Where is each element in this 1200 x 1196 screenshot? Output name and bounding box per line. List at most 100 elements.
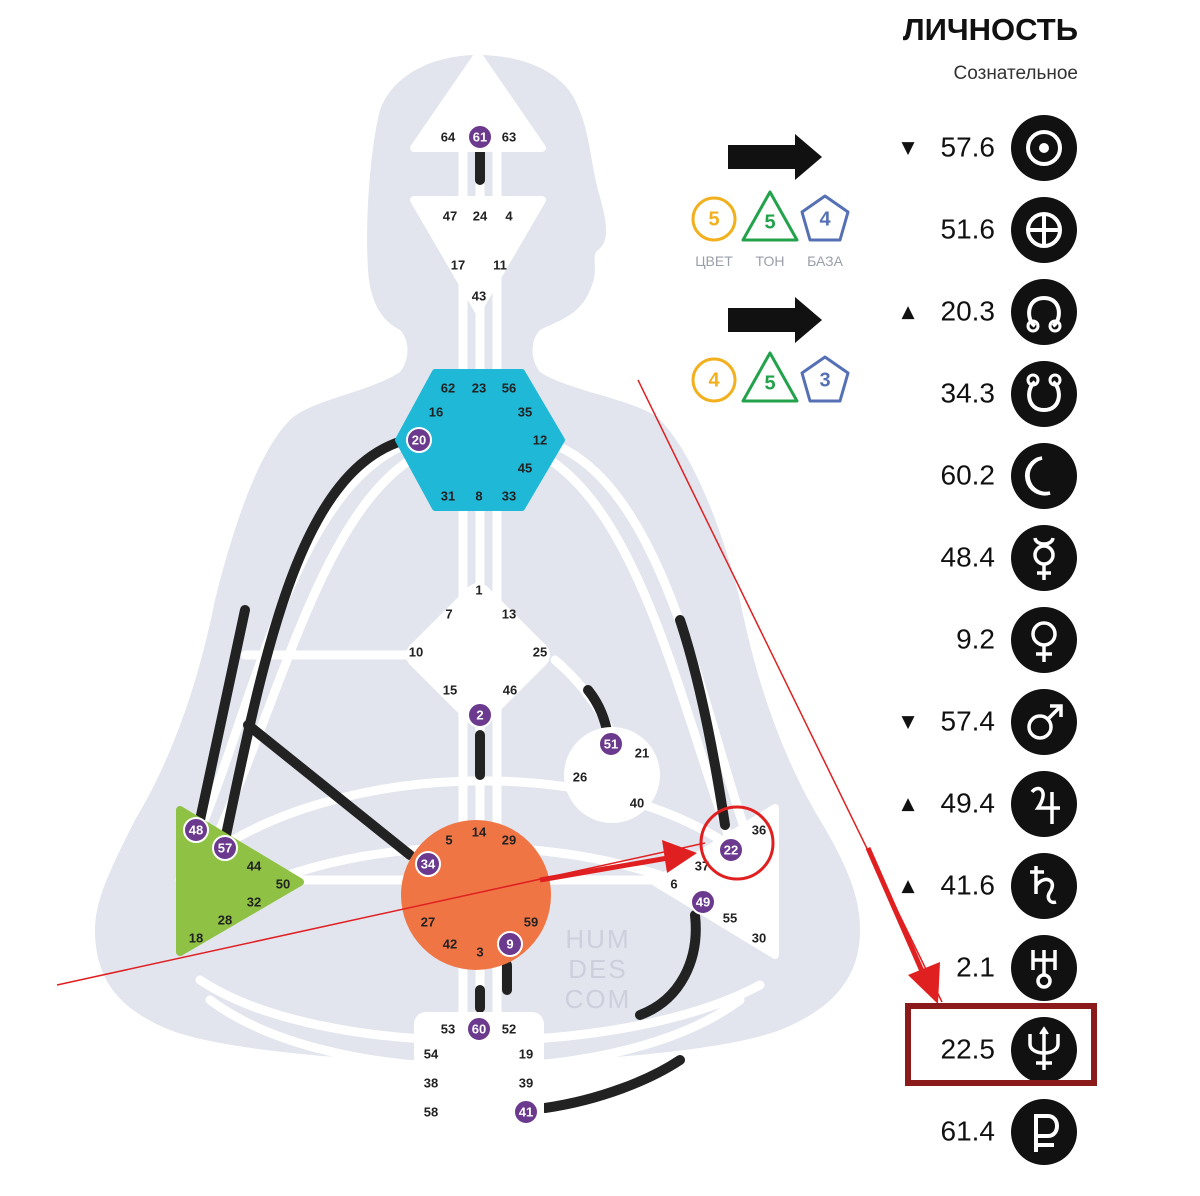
active-gate-marker — [718, 837, 744, 863]
gate-57: 57 — [218, 840, 232, 855]
gate-34: 34 — [421, 856, 436, 871]
planet-direction-mark: ▲ — [901, 302, 915, 322]
planet-value: 34.3 — [941, 377, 996, 408]
moon-icon — [1011, 443, 1077, 509]
planet-row-mars: ▼57.4 — [901, 689, 1077, 755]
planet-row-mercury: 48.4 — [941, 525, 1077, 591]
jupiter-icon — [1011, 771, 1077, 837]
gate-49: 49 — [696, 894, 710, 909]
planet-row-north-node: ▲20.3 — [901, 279, 1077, 345]
tone-label: ТОН — [756, 253, 785, 269]
color-value-1: 5 — [708, 208, 719, 230]
gate-52: 52 — [502, 1021, 516, 1036]
gate-61: 61 — [473, 129, 487, 144]
color-variable-1 — [691, 196, 737, 242]
panel-title: ЛИЧНОСТЬ — [903, 12, 1078, 47]
base-label: БАЗА — [807, 253, 844, 269]
uranus-icon — [1011, 935, 1077, 1001]
gate-22: 22 — [724, 842, 738, 857]
planet-row-neptune: 22.5 — [941, 1017, 1077, 1083]
watermark-line-1: HUM — [565, 924, 630, 954]
gate-50: 50 — [276, 876, 290, 891]
saturn-icon — [1011, 853, 1077, 919]
ego-center — [564, 727, 660, 823]
venus-icon — [1011, 607, 1077, 673]
gate-48: 48 — [189, 822, 203, 837]
planet-row-saturn: ▲41.6 — [901, 853, 1077, 919]
gate-2: 2 — [476, 707, 483, 722]
mercury-icon — [1011, 525, 1077, 591]
tone-value-2: 5 — [764, 372, 775, 394]
gate-63: 63 — [502, 129, 516, 144]
annotations — [56, 379, 1097, 1086]
pluto-icon — [1011, 1099, 1077, 1165]
neptune-icon — [1011, 1017, 1077, 1083]
annotation-arrow-to-gate-22 — [539, 855, 669, 883]
gate-62: 62 — [441, 380, 455, 395]
base-value-1: 4 — [819, 208, 831, 230]
gate-51: 51 — [604, 736, 618, 751]
base-variable-2 — [800, 355, 850, 403]
watermark: HUM DES COM — [565, 924, 632, 1014]
gate-47: 47 — [443, 208, 457, 223]
neptune-highlight-box — [905, 1003, 1097, 1086]
earth-icon — [1011, 197, 1077, 263]
planet-value: 9.2 — [956, 623, 995, 654]
planet-direction-mark: ▼ — [901, 138, 915, 158]
planet-value: 61.4 — [941, 1115, 996, 1146]
planet-value: 49.4 — [941, 787, 996, 818]
arrow-1 — [728, 134, 822, 180]
planet-row-south-node: 34.3 — [941, 361, 1077, 427]
annotation-horizontal-line — [56, 842, 706, 986]
gate-46: 46 — [503, 682, 517, 697]
solar-plexus-center — [651, 804, 779, 959]
gate-10: 10 — [409, 644, 423, 659]
gate-44: 44 — [247, 858, 262, 873]
active-gate-marker — [183, 817, 209, 843]
gate-40: 40 — [630, 795, 644, 810]
active-gate-marker — [598, 731, 624, 757]
planet-value: 60.2 — [941, 459, 996, 490]
gate-4: 4 — [505, 208, 513, 223]
active-gate-marker — [466, 1016, 492, 1042]
gate-26: 26 — [573, 769, 587, 784]
watermark-line-3: COM — [565, 984, 632, 1014]
gate-36: 36 — [752, 822, 766, 837]
gate-12: 12 — [533, 432, 547, 447]
annotation-arrowhead-1 — [662, 840, 697, 873]
gate-11: 11 — [493, 257, 507, 272]
gate-60: 60 — [472, 1021, 486, 1036]
gate-42: 42 — [443, 936, 457, 951]
gate-58: 58 — [424, 1104, 438, 1119]
gate-41: 41 — [519, 1104, 533, 1119]
planet-direction-mark: ▲ — [901, 876, 915, 896]
gate-38: 38 — [424, 1075, 438, 1090]
active-gate-marker — [467, 124, 493, 150]
tone-value-1: 5 — [764, 211, 775, 233]
planet-row-moon: 60.2 — [941, 443, 1077, 509]
gate-7: 7 — [445, 606, 452, 621]
gate-8: 8 — [475, 488, 482, 503]
sun-icon — [1011, 115, 1077, 181]
planet-row-earth: 51.6 — [941, 197, 1077, 263]
gate-18: 18 — [189, 930, 203, 945]
gate-17: 17 — [451, 257, 465, 272]
gate-28: 28 — [218, 912, 232, 927]
variables-block: 5 5 4 ЦВЕТ ТОН БАЗА 4 5 3 — [691, 134, 850, 403]
planet-list: ▼57.651.6▲20.334.360.248.49.2▼57.4▲49.4▲… — [901, 115, 1077, 1165]
tone-variable-1 — [741, 190, 799, 242]
planet-direction-mark: ▲ — [901, 794, 915, 814]
gate-35: 35 — [518, 404, 532, 419]
base-value-2: 3 — [819, 369, 830, 391]
gate-56: 56 — [502, 380, 516, 395]
gate-30: 30 — [752, 930, 766, 945]
gate-23: 23 — [472, 380, 486, 395]
gate-55: 55 — [723, 910, 737, 925]
planet-direction-mark: ▼ — [901, 712, 915, 732]
gate-14: 14 — [472, 824, 487, 839]
planet-value: 51.6 — [941, 213, 996, 244]
g-center — [406, 583, 550, 727]
annotation-circle-gate-22 — [699, 805, 775, 881]
